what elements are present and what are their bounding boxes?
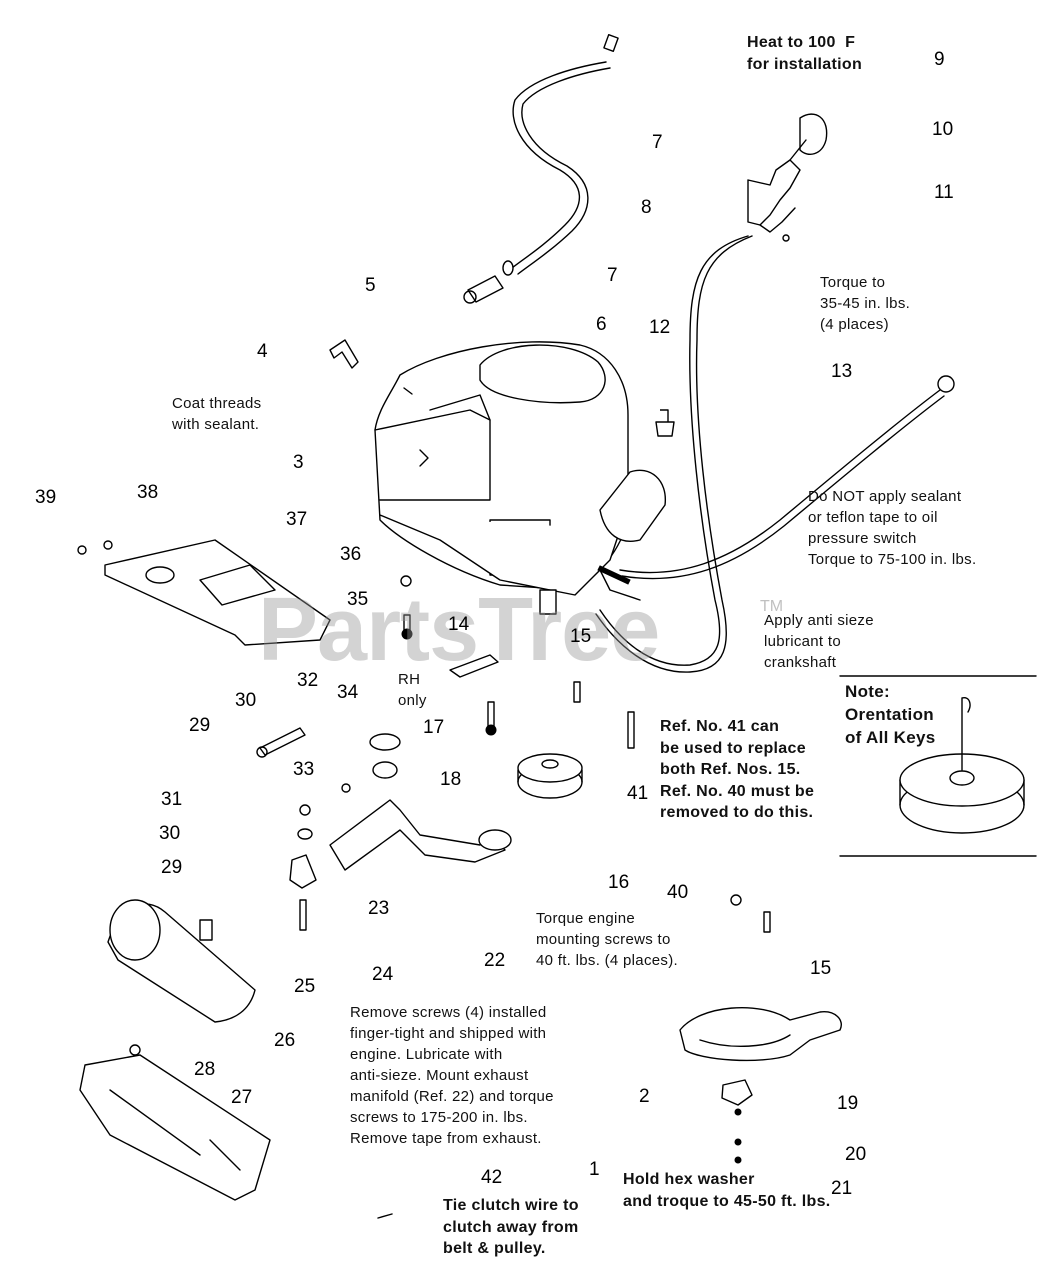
callout-15a: 15 <box>570 626 592 647</box>
callout-7a: 7 <box>652 132 663 153</box>
callout-35: 35 <box>347 589 369 610</box>
trademark: TM <box>760 598 784 615</box>
callout-38: 38 <box>137 482 159 503</box>
callout-13: 13 <box>831 361 853 382</box>
switch-12 <box>655 409 675 437</box>
note-orientation: Note: Orentation of All Keys <box>845 682 936 747</box>
engine <box>374 341 666 615</box>
callout-19: 19 <box>837 1093 859 1114</box>
callout-24: 24 <box>372 964 394 985</box>
stud-assembly <box>256 727 317 931</box>
note-coat-threads: Coat threads with sealant. <box>172 395 262 433</box>
elbow-fitting <box>329 339 359 369</box>
callout-30b: 30 <box>159 823 181 844</box>
oil-drain-hose <box>595 113 828 673</box>
callout-41: 41 <box>627 783 649 804</box>
callout-10: 10 <box>932 119 954 140</box>
muffler <box>107 899 256 1023</box>
callout-29a: 29 <box>189 715 211 736</box>
watermark: PartsTree <box>258 580 660 680</box>
callout-29b: 29 <box>161 857 183 878</box>
pulley <box>517 711 635 799</box>
callout-2: 2 <box>639 1086 650 1107</box>
callout-3: 3 <box>293 452 304 473</box>
callout-42: 42 <box>481 1167 503 1188</box>
callout-9: 9 <box>934 49 945 70</box>
callout-5: 5 <box>365 275 376 296</box>
callout-6: 6 <box>596 314 607 335</box>
callout-37: 37 <box>286 509 308 530</box>
callout-25: 25 <box>294 976 316 997</box>
heat-shield <box>77 539 331 646</box>
breather-tube <box>463 34 619 304</box>
callout-4: 4 <box>257 341 268 362</box>
callout-30a: 30 <box>235 690 257 711</box>
callout-26: 26 <box>274 1030 296 1051</box>
note-anti-sieze: Apply anti sieze lubricant to crankshaft <box>764 612 874 671</box>
note-tie-clutch: Tie clutch wire to clutch away from belt… <box>443 1197 579 1257</box>
blade-mount <box>679 894 842 1164</box>
clutch-42 <box>377 1213 393 1219</box>
callout-1: 1 <box>589 1159 600 1180</box>
note-remove-screws: Remove screws (4) installed finger-tight… <box>350 1004 554 1147</box>
callout-15b: 15 <box>810 958 832 979</box>
note-ref41: Ref. No. 41 can be used to replace both … <box>660 718 815 821</box>
exhaust-manifold <box>329 733 512 871</box>
note-torque-35: Torque to 35-45 in. lbs. (4 places) <box>820 274 911 333</box>
callout-27: 27 <box>231 1087 253 1108</box>
callout-23: 23 <box>368 898 390 919</box>
callout-12: 12 <box>649 317 671 338</box>
callout-17: 17 <box>423 717 445 738</box>
muffler-guard <box>79 1044 271 1201</box>
pressure-switch-wire <box>597 375 955 585</box>
callout-33: 33 <box>293 759 315 780</box>
note-torque-engine: Torque engine mounting screws to 40 ft. … <box>536 910 678 969</box>
callout-11: 11 <box>934 182 954 203</box>
note-rh-only: RH only <box>398 671 427 709</box>
callout-39: 39 <box>35 487 57 508</box>
key-orientation-inset <box>839 675 1037 857</box>
callout-18: 18 <box>440 769 462 790</box>
callout-32: 32 <box>297 670 319 691</box>
callout-16: 16 <box>608 872 630 893</box>
callout-22: 22 <box>484 950 506 971</box>
callout-40: 40 <box>667 882 689 903</box>
callout-8: 8 <box>641 197 652 218</box>
callout-31: 31 <box>161 789 183 810</box>
callout-7b: 7 <box>607 265 618 286</box>
callout-20: 20 <box>845 1144 867 1165</box>
callout-14: 14 <box>448 614 470 635</box>
note-hex-washer: Hold hex washer and troque to 45-50 ft. … <box>623 1171 831 1210</box>
callout-21: 21 <box>831 1178 853 1199</box>
note-do-not-apply: Do NOT apply sealant or teflon tape to o… <box>808 488 977 568</box>
callout-28: 28 <box>194 1059 216 1080</box>
bolts <box>400 575 581 736</box>
callout-36: 36 <box>340 544 362 565</box>
callout-34: 34 <box>337 682 359 703</box>
note-heat: Heat to 100 F for installation <box>747 34 863 73</box>
